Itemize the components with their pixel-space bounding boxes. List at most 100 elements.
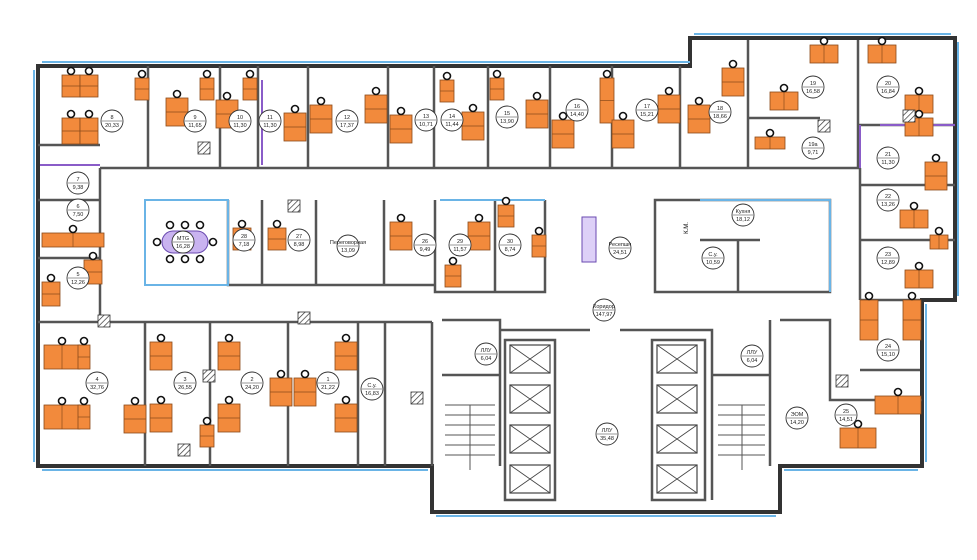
room-area: 24,20: [245, 385, 259, 391]
room-label: Кухня 18,12: [731, 203, 755, 227]
kitchen-unit-label: К.М.: [684, 222, 690, 234]
chair-icon: [907, 291, 917, 301]
room-area: 9,49: [420, 247, 431, 253]
chair-icon: [534, 226, 544, 236]
chair-icon: [130, 396, 140, 406]
room-area: 13,09: [341, 248, 355, 254]
room-label: 432,76: [85, 371, 109, 395]
room-area: 16,58: [806, 89, 820, 95]
room-number: Кухня: [736, 209, 751, 215]
chair-icon: [172, 89, 182, 99]
room-number: 22: [885, 194, 891, 200]
chair-icon: [931, 153, 941, 163]
room-number: 3: [183, 377, 186, 383]
chair-icon: [165, 220, 175, 230]
room-number: 17: [644, 104, 650, 110]
chair-icon: [893, 387, 903, 397]
chair-icon: [79, 336, 89, 346]
chair-icon: [779, 83, 789, 93]
room-label: ЭОМ 14,20: [785, 406, 809, 430]
room-area: 17,37: [340, 123, 354, 129]
chair-icon: [728, 59, 738, 69]
room-area: 9,71: [808, 150, 819, 156]
room-number: 18: [717, 106, 723, 112]
chair-icon: [664, 86, 674, 96]
room-number: 23: [885, 252, 891, 258]
room-number: 19a: [808, 142, 818, 148]
room-area: 11,30: [233, 123, 246, 129]
room-number: 28: [241, 234, 247, 240]
chair-icon: [316, 96, 326, 106]
room-label: 820,33: [100, 109, 124, 133]
chair-icon: [341, 395, 351, 405]
elevator-shaft: [509, 464, 551, 494]
chair-icon: [165, 254, 175, 264]
chair-icon: [468, 103, 478, 113]
room-number: 25: [843, 409, 849, 415]
room-area: 147,97: [596, 312, 613, 318]
room-area: 14,20: [790, 420, 804, 426]
room-label: 224,20: [240, 371, 264, 395]
room-number: 1: [326, 377, 329, 383]
chair-icon: [57, 336, 67, 346]
room-label: 121,22: [316, 371, 340, 395]
room-label: С.у.16,83: [360, 377, 384, 401]
room-number: Ресепшн: [609, 242, 632, 248]
room-number: 30: [507, 239, 513, 245]
room-number: С.у.: [708, 252, 718, 258]
room-label: 911,65: [183, 109, 207, 133]
room-label: 79,38: [66, 171, 90, 195]
room-number: 13: [423, 114, 429, 120]
chair-icon: [934, 226, 944, 236]
room-number: 8: [110, 115, 113, 121]
room-number: 10: [237, 115, 243, 121]
desks: [41, 36, 949, 457]
room-area: 11,30: [263, 123, 276, 129]
chair-icon: [442, 71, 452, 81]
room-number: Коридор: [593, 304, 615, 310]
room-number: ЭОМ: [791, 412, 804, 418]
room-area: 15,10: [881, 352, 895, 358]
column: [297, 311, 311, 325]
room-number: 14: [449, 114, 455, 120]
chair-icon: [224, 395, 234, 405]
elevator-shaft: [656, 464, 698, 494]
column: [835, 374, 849, 388]
chair-icon: [448, 256, 458, 266]
chair-icon: [156, 333, 166, 343]
chair-icon: [66, 66, 76, 76]
room-label: 512,26: [66, 266, 90, 290]
room-number: 12: [344, 115, 350, 121]
chair-icon: [819, 36, 829, 46]
room-number: 4: [95, 377, 98, 383]
chair-icon: [88, 251, 98, 261]
room-number: 5: [76, 272, 79, 278]
chair-icon: [137, 69, 147, 79]
column: [817, 119, 831, 133]
chair-icon: [290, 104, 300, 114]
room-area: 6,04: [481, 356, 492, 362]
room-area: 32,76: [90, 385, 104, 391]
chair-icon: [276, 369, 286, 379]
chair-icon: [156, 395, 166, 405]
room-number: 26: [422, 239, 428, 245]
room-area: 18,12: [736, 217, 750, 223]
column: [902, 109, 916, 123]
column: [97, 314, 111, 328]
room-number: 15: [504, 111, 510, 117]
room-area: 14,40: [570, 112, 584, 118]
room-area: 8,98: [294, 242, 305, 248]
room-area: 11,57: [453, 247, 466, 253]
room-area: 16,84: [881, 89, 895, 95]
room-number: С.у.: [367, 383, 377, 389]
